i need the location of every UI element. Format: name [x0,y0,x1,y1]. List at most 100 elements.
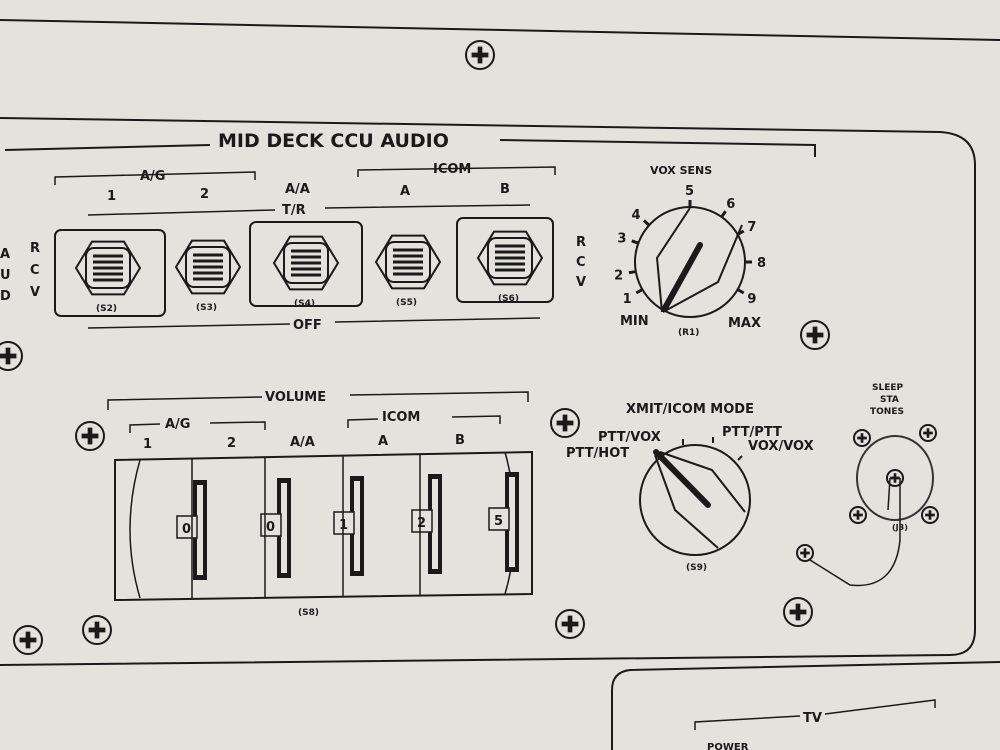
panel-outline [0,117,976,666]
svg-text:C: C [576,255,586,270]
xmit-ptt-ptt: PTT/PTT [722,425,782,440]
vox-tick [720,210,727,218]
vox-tick-label: 1 [623,292,632,307]
panel-title: MID DECK CCU AUDIO [218,130,449,152]
switch-guard-s4 [249,221,363,307]
volume-channel-label: A [378,434,388,449]
svg-text:D: D [0,289,11,304]
volume-value: 2 [417,516,426,531]
vox-tick-label: 9 [747,292,756,307]
vox-min-label: MIN [620,314,649,329]
sleep-tones-ref: (J3) [892,523,908,532]
screw-icon [853,429,871,447]
vox-tick-label: 3 [617,231,626,246]
xmit-ptt-hot: PTT/HOT [566,446,629,461]
svg-text:V: V [576,275,586,290]
toggle-switch[interactable] [174,239,242,295]
switch-guard-s2 [54,229,166,317]
vox-tick [736,229,745,236]
vox-tick-label: 8 [757,256,766,271]
left-edge-labels: A U D R C V [0,241,40,304]
screw-icon [82,615,112,645]
vox-sens-title: VOX SENS [650,164,712,177]
sleep-tones-jack[interactable] [809,435,934,587]
toggle-switch[interactable] [74,240,142,296]
icom-label: ICOM [433,162,471,177]
switch-guard-s6 [456,217,554,303]
vol-icom-label: ICOM [382,410,420,425]
svg-text:A: A [0,247,10,262]
volume-value: 0 [266,520,275,535]
screw-icon [13,625,43,655]
volume-title: VOLUME [265,390,326,405]
off-label: OFF [293,318,322,333]
screw-icon [555,609,585,639]
thumbwheel-housing [114,450,533,602]
svg-text:R: R [30,241,40,256]
switch-ref: (S4) [294,299,315,309]
vol-ag-bracket [129,421,266,433]
svg-text:TONES: TONES [870,407,904,417]
volume-bracket [107,391,529,410]
volume-thumbwheel[interactable]: 2 [411,474,442,574]
rcv-label-right: R C V [576,235,586,290]
volume-thumbwheel[interactable]: 0 [260,478,291,578]
icom-a-label: A [400,184,410,199]
vox-tick-label: 2 [614,269,623,284]
volume-channel-label: A/A [290,435,315,450]
switch-ref: (S3) [196,303,217,313]
volume-channel-label: 2 [227,436,236,451]
screw-icon [783,597,813,627]
vox-tick-label: 4 [631,208,640,223]
vox-tick [635,288,644,295]
vox-tick-label: 7 [747,220,756,235]
ag-bracket [54,171,256,185]
toggle-switch[interactable] [374,234,442,290]
vox-tick-label: 6 [726,197,735,212]
vox-max-label: MAX [728,316,761,331]
xmit-title: XMIT/ICOM MODE [626,402,754,417]
volume-value: 0 [182,522,191,537]
icom-b-label: B [500,182,510,197]
screw-icon [886,469,904,487]
xmit-ptt-vox: PTT/VOX [598,430,661,445]
svg-text:V: V [30,285,40,300]
vox-tick [631,239,639,245]
tv-power-label: POWER [707,742,749,750]
toggle-switch[interactable] [272,235,340,291]
switch-ref: (S6) [498,294,519,304]
top-edge-line [0,19,1000,41]
vox-tick-label: 5 [685,184,694,199]
toggle-switch[interactable] [476,230,544,286]
tv-panel-outline [611,661,1000,750]
svg-text:U: U [0,268,11,283]
vox-tick [736,288,745,295]
sleep-tones-label: SLEEP STA TONES [870,383,904,417]
svg-text:SLEEP: SLEEP [872,383,904,393]
off-line [87,317,541,329]
volume-channel-label: 1 [143,437,152,452]
switch-ref: (S2) [96,304,117,314]
vol-ag-label: A/G [165,417,190,432]
xmit-mode-knob[interactable] [639,437,751,556]
icom-bracket [357,166,556,177]
vox-tick [628,270,637,275]
screw-icon [919,424,937,442]
tv-title: TV [803,711,822,726]
volume-channel-label: B [455,433,465,448]
ag-2-label: 2 [200,187,209,202]
screw-icon [921,506,939,524]
switch-ref: (S5) [396,298,417,308]
screw-icon [796,544,814,562]
tv-bracket [694,699,936,730]
volume-thumbwheel[interactable]: 1 [333,476,364,576]
volume-thumbwheel[interactable]: 5 [488,472,519,572]
aa-label: A/A [285,182,310,197]
vox-sens-knob[interactable] [634,206,746,318]
title-bracket [4,139,816,157]
vox-tick [642,219,651,227]
screw-icon [550,408,580,438]
xmit-ref: (S9) [686,563,707,573]
svg-text:STA: STA [880,395,899,405]
